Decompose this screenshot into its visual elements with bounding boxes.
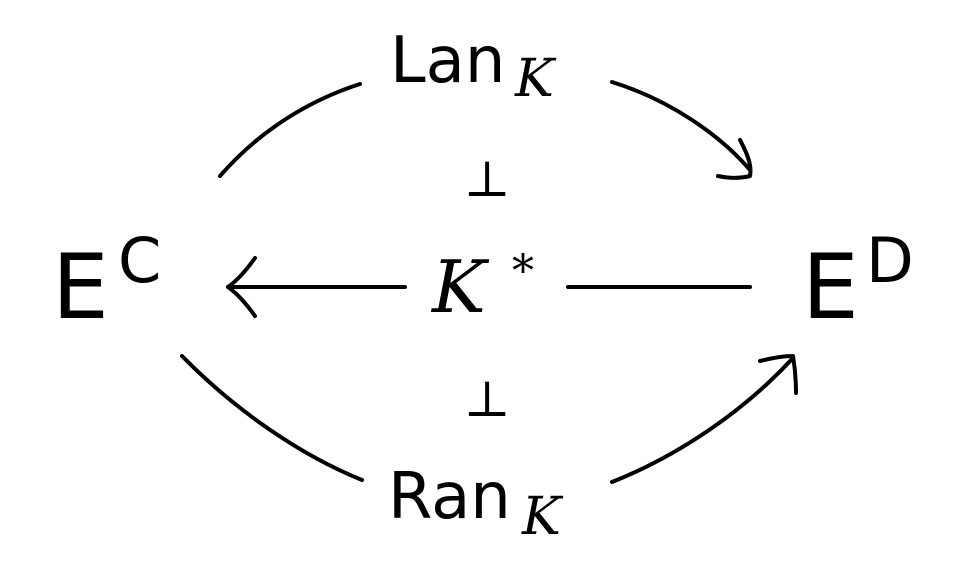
node-e-d-base: E [802,235,859,340]
lan-arrowhead [716,138,753,180]
upper-adjunction-symbol: ⊥ [463,150,510,208]
node-e-d: E D [802,224,914,340]
node-e-d-superscript: D [866,224,914,297]
ran-arrowhead [758,354,798,395]
label-k-star-name: K [430,245,490,329]
node-e-c: E C [52,224,161,340]
ran-arrow-head-segment [610,356,795,484]
node-e-c-base: E [52,235,109,340]
ran-arrow-tail-segment [180,354,364,482]
label-ran-subscript: K [521,487,564,547]
k-star-arrow [226,256,752,318]
ran-arrow [180,354,798,484]
label-lan-subscript: K [514,49,557,109]
label-ran-k: Ran K [388,460,564,547]
label-k-star-superscript: * [512,246,534,297]
lan-arrow-head-segment [610,80,752,172]
k-star-arrowhead [226,256,257,318]
label-lan-name: Lan [390,24,505,98]
label-lan-k: Lan K [390,24,557,109]
label-k-star: K * [430,245,534,329]
lan-arrow-tail-segment [218,82,362,178]
node-e-c-superscript: C [118,224,161,297]
lan-arrow [218,80,753,180]
label-ran-name: Ran [388,460,511,534]
lower-adjunction-symbol: ⊥ [463,370,510,428]
